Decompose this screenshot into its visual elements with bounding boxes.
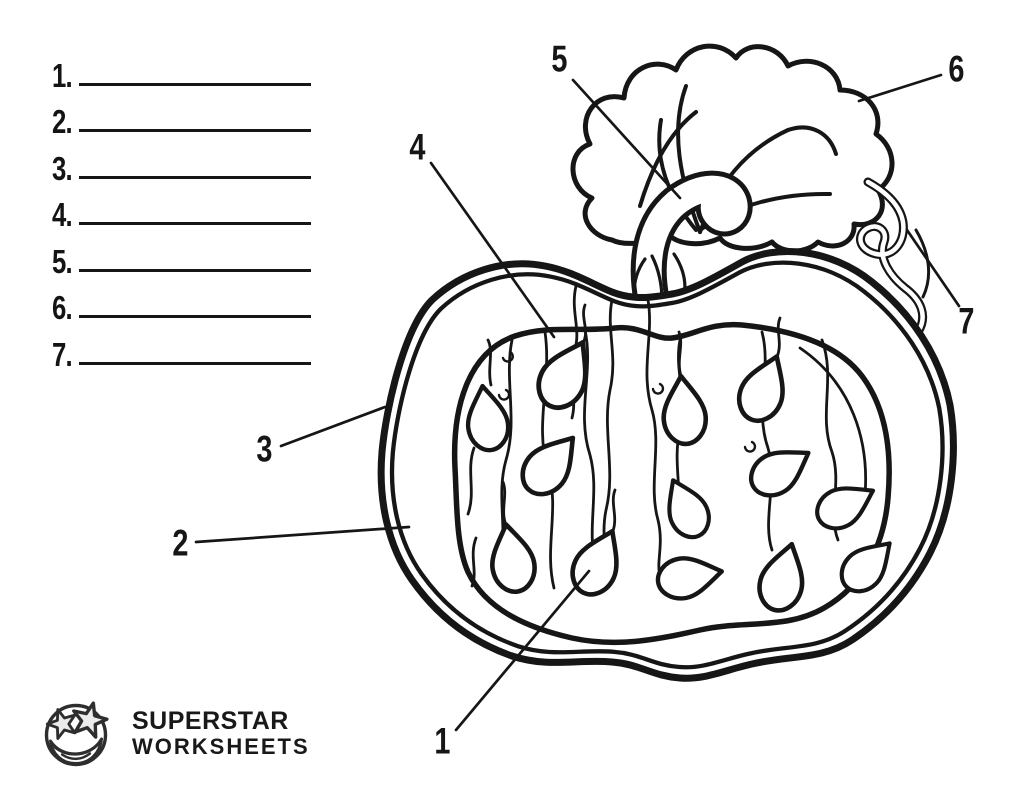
answer-row-4: 4.: [52, 187, 311, 231]
superstar-worksheets-logo: SUPERSTAR WORKSHEETS: [36, 696, 310, 776]
diagram-label-6: 6: [948, 48, 964, 90]
pumpkin-tendril: [856, 177, 931, 337]
answer-number-4: 4.: [52, 196, 73, 233]
leader-lines: [194, 73, 961, 732]
answer-row-3: 3.: [52, 141, 311, 185]
leader-line-1: [454, 569, 591, 732]
answer-blank-line-2: [78, 129, 311, 132]
answer-blank-line-5: [78, 269, 311, 272]
answer-row-2: 2.: [52, 94, 311, 138]
answer-number-3: 3.: [52, 150, 73, 187]
answer-row-7: 7.: [52, 327, 311, 371]
leader-line-6: [857, 73, 943, 103]
diagram-label-3: 3: [256, 428, 272, 470]
answer-number-2: 2.: [52, 103, 73, 140]
logo-star-left: [45, 708, 77, 740]
answer-row-6: 6.: [52, 280, 311, 324]
logo-title: SUPERSTAR: [132, 707, 289, 735]
logo-text: SUPERSTAR WORKSHEETS: [132, 709, 310, 758]
leader-line-4: [429, 161, 556, 339]
leader-line-7: [905, 228, 961, 308]
answer-number-6: 6.: [52, 289, 73, 326]
diagram-label-5: 5: [551, 38, 567, 80]
diagram-label-4: 4: [409, 126, 425, 168]
answer-number-7: 7.: [52, 336, 73, 373]
strand-curls: [497, 350, 757, 453]
answer-blank-line-4: [78, 222, 311, 225]
answer-number-1: 1.: [52, 57, 73, 94]
answer-blank-line-7: [78, 362, 311, 365]
answer-blank-line-3: [78, 176, 311, 179]
logo-star-right: [72, 701, 109, 739]
pumpkin-leaf: [570, 43, 895, 254]
answer-number-5: 5.: [52, 243, 73, 280]
answer-row-5: 5.: [52, 234, 311, 278]
answer-blank-line-1: [78, 83, 311, 86]
diagram-label-2: 2: [172, 522, 188, 564]
star-face-icon: [44, 701, 109, 767]
answer-blank-line-6: [78, 315, 311, 318]
answer-row-1: 1.: [52, 48, 311, 92]
leader-line-2: [194, 525, 411, 544]
diagram-label-7: 7: [958, 300, 974, 342]
leader-line-3: [279, 405, 387, 448]
diagram-label-1: 1: [434, 720, 450, 762]
logo-subtitle: WORKSHEETS: [132, 734, 310, 759]
leader-line-5: [571, 78, 682, 200]
